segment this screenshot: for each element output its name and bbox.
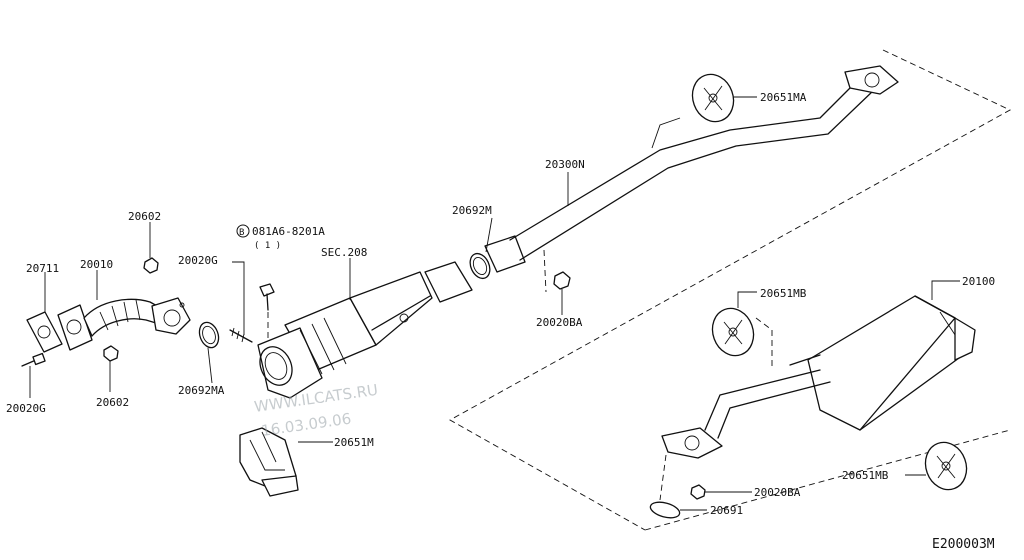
label-20692M: 20692M	[452, 204, 492, 217]
gasket-20691	[649, 501, 681, 519]
label-20651MA: 20651MA	[760, 91, 807, 104]
main-muffler-20100	[789, 295, 976, 431]
label-20020BA-bottom: 20020BA	[754, 486, 801, 499]
hanger-20651MB-top	[711, 307, 773, 368]
label-bolt-qty: ( 1 )	[254, 241, 281, 251]
label-20020G-top: 20020G	[178, 254, 218, 267]
catalytic-converter	[257, 261, 473, 399]
nut-20602-top	[143, 257, 159, 274]
label-20651M: 20651M	[334, 436, 374, 449]
label-20100: 20100	[962, 275, 995, 288]
label-20020BA-mid: 20020BA	[536, 316, 583, 329]
hanger-20651MA	[691, 73, 735, 123]
label-sec208: SEC.208	[321, 246, 367, 259]
label-20691: 20691	[710, 504, 743, 517]
front-pipe-20010	[57, 297, 191, 351]
label-20651MB-bottom: 20651MB	[842, 469, 889, 482]
leader-lines	[29, 96, 960, 511]
label-bolt-code: 081A6-8201A	[252, 225, 325, 238]
label-20300N: 20300N	[545, 158, 585, 171]
label-20602-bottom: 20602	[96, 396, 129, 409]
stud-20020G-left	[21, 352, 46, 367]
hanger-20651MB-bottom	[924, 441, 968, 491]
nut-20602-bottom	[103, 345, 119, 362]
manifold-gasket-20711	[26, 311, 63, 353]
label-20711: 20711	[26, 262, 59, 275]
label-20651MB-top: 20651MB	[760, 287, 807, 300]
gasket-20692M	[469, 252, 491, 280]
tail-pipe	[659, 369, 831, 501]
label-20602-top: 20602	[128, 210, 161, 223]
stud-20020G-top	[229, 327, 253, 343]
label-20692MA: 20692MA	[178, 384, 225, 397]
center-pipe-20300N	[484, 65, 899, 273]
nut-20020BA-mid	[543, 249, 571, 293]
bolt-081A6-8201A	[259, 283, 275, 340]
label-bolt-type: B	[239, 228, 244, 238]
nut-20020BA-bottom	[690, 484, 706, 500]
label-20010: 20010	[80, 258, 113, 271]
gasket-20692MA	[198, 321, 220, 349]
bolt-type-circle	[236, 224, 250, 238]
part-labels: 20711 20010 20602 20602 20020G 20020G 20…	[6, 91, 995, 552]
label-20020G-left: 20020G	[6, 402, 46, 415]
insulator-20651M	[239, 427, 299, 497]
diagram-code: E200003M	[932, 537, 995, 552]
